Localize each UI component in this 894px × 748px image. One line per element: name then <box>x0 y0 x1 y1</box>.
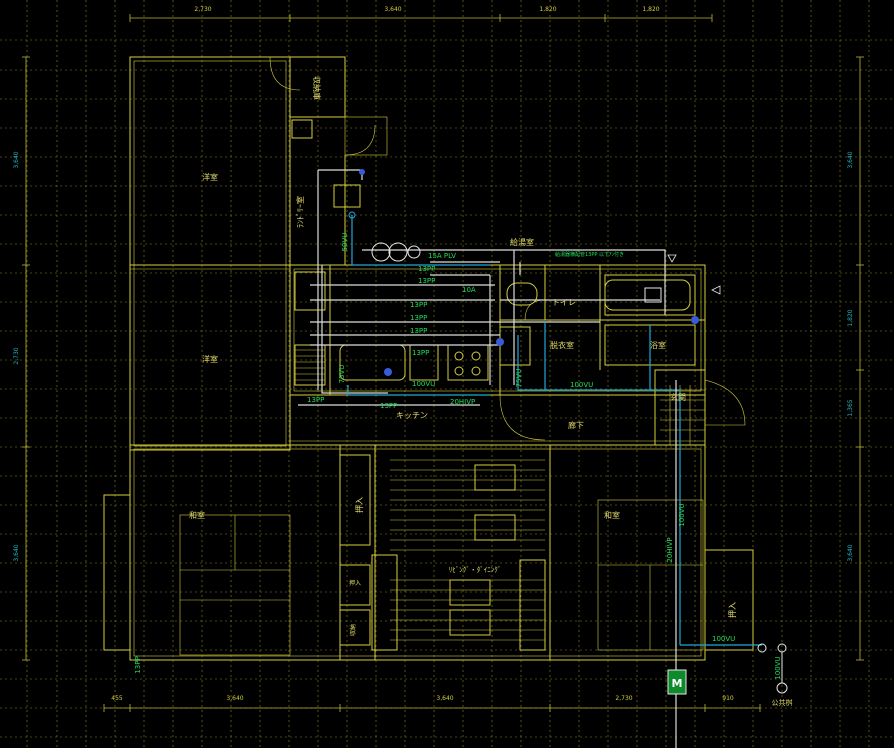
room-toilet: トイレ <box>552 298 576 307</box>
room-closet-1: 押入 <box>354 497 364 513</box>
label-100vu-1: 100VU <box>412 380 435 388</box>
label-13pp-3: 13PP <box>410 301 427 309</box>
walls <box>103 56 754 661</box>
dim-bottom-4: 2,730 <box>615 695 632 702</box>
room-laundry: ﾗﾝﾄﾞﾘｰ室 <box>295 196 305 228</box>
label-13pp-5: 13PP <box>410 327 427 335</box>
dim-bottom-3: 3,640 <box>436 695 453 702</box>
label-20hivp-1: 20HIVP <box>450 398 475 406</box>
label-75vu-1: 75VU <box>338 365 346 384</box>
room-kitchen: キッチン <box>396 411 428 420</box>
dim-top-1: 2,730 <box>194 6 211 13</box>
dim-left-1: 3,640 <box>13 151 20 168</box>
room-closet-2: 押入 <box>349 579 361 587</box>
label-100vu-2: 100VU <box>570 381 593 389</box>
room-japanese-left: 和室 <box>189 510 205 520</box>
label-13pp-bottom: 13PP <box>134 656 142 673</box>
room-living-dining: ﾘﾋﾞﾝｸﾞ・ﾀﾞｲﾆﾝｸﾞ <box>449 566 502 574</box>
dim-bottom-5: 910 <box>722 695 734 702</box>
room-hall: 廊下 <box>568 420 584 430</box>
dim-top-3: 1,820 <box>539 6 556 13</box>
room-closet-3: 押入 <box>727 602 737 618</box>
label-100vu-3: 100VU <box>678 503 686 526</box>
room-labels: 収納庫 洋室 洋室 ﾗﾝﾄﾞﾘｰ室 給湯室 トイレ 脱衣室 浴室 キッチン 廊下… <box>189 76 737 636</box>
dim-right-2: 1,820 <box>847 309 854 326</box>
label-hot-water-note: 給湯器横配管13PP 以下ｱﾝ付き <box>555 251 624 258</box>
room-japanese-right: 和室 <box>604 510 620 520</box>
dimension-texts: 2,730 3,640 1,820 1,820 455 3,640 3,640 … <box>13 6 854 702</box>
label-13pp-8: 13PP <box>307 396 324 404</box>
room-western-2: 洋室 <box>202 354 218 364</box>
dim-top-4: 1,820 <box>642 6 659 13</box>
dim-right-1: 3,640 <box>847 151 854 168</box>
dimension-lines <box>22 14 864 712</box>
dim-bottom-1: 455 <box>111 695 123 702</box>
room-storage-small: 収納 <box>349 624 357 636</box>
dim-left-3: 3,640 <box>13 544 20 561</box>
room-hot-water: 給湯室 <box>510 237 534 247</box>
room-western-1: 洋室 <box>202 172 218 182</box>
label-20hivp-2: 20HIVP <box>666 537 674 562</box>
label-75vu-2: 75VU <box>515 369 523 388</box>
dim-top-2: 3,640 <box>384 6 401 13</box>
room-bathroom: 浴室 <box>650 340 666 350</box>
dim-left-2: 2,730 <box>13 347 20 364</box>
label-10a: 10A <box>462 286 476 294</box>
label-13pp-6: 13PP <box>412 349 429 357</box>
label-100vu-5: 100VU <box>774 656 782 679</box>
dim-right-4: 3,640 <box>847 544 854 561</box>
water-meter: M <box>667 669 687 695</box>
meter-label: M <box>672 677 683 690</box>
label-13pp-7: 13PP <box>380 402 397 410</box>
valve-markers <box>348 169 788 694</box>
room-storage-top: 収納庫 <box>312 76 322 100</box>
pipes <box>298 169 762 748</box>
label-13pp-2: 13PP <box>418 277 435 285</box>
label-15a-plv: 15A PLV <box>428 252 456 260</box>
dim-right-3: 1,365 <box>847 399 854 416</box>
label-100vu-4: 100VU <box>712 635 735 643</box>
dim-bottom-2: 3,640 <box>226 695 243 702</box>
label-13pp-1: 13PP <box>418 265 435 273</box>
label-public-sewer: 公共桝 <box>772 698 793 707</box>
room-changing: 脱衣室 <box>550 340 574 350</box>
room-entrance: 玄関 <box>670 392 686 402</box>
pipe-labels: 15A PLV 13PP 13PP 10A 13PP 13PP 13PP 13P… <box>134 233 793 707</box>
label-13pp-4: 13PP <box>410 314 427 322</box>
label-50vu: 50VU <box>341 233 349 252</box>
